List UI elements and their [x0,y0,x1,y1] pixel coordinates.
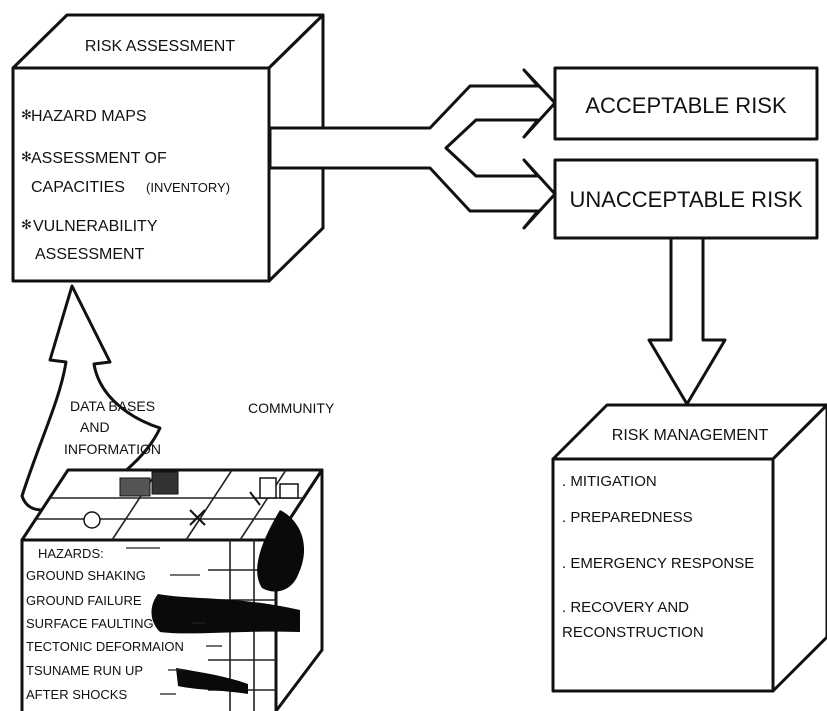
hazard-ground-failure: GROUND FAILURE [26,593,142,608]
bullet-icon: ✻ [21,149,32,164]
hazard-ground-shaking: GROUND SHAKING [26,568,146,583]
hazard-surface-faulting: SURFACE FAULTING [26,616,154,631]
emergency-response-item: . EMERGENCY RESPONSE [562,555,754,572]
assessment-label: ASSESSMENT [35,246,145,263]
bullet-icon: ✻ [21,217,32,232]
fault-rupture [257,510,305,592]
risk-management-title: RISK MANAGEMENT [612,427,769,444]
mitigation-item: . MITIGATION [562,473,657,490]
hazard-tsunami-run-up: TSUNAME RUN UP [26,663,143,678]
hazard-leader-lines [126,547,222,695]
hazard-tectonic-deformation: TECTONIC DEFORMAION [26,639,184,654]
down-arrow [647,236,727,406]
hazards-title: HAZARDS: [38,546,104,561]
preparedness-item: . PREPAREDNESS [562,509,693,526]
acceptable-risk-box [553,66,819,141]
capacities-label: CAPACITIES [31,179,125,196]
databases-and-label: AND [80,419,110,435]
split-arrow [268,68,557,230]
fault-layer [151,594,300,634]
vulnerability-label: VULNERABILITY [33,218,158,235]
inventory-label: (INVENTORY) [146,180,230,195]
assessment-of-label: ASSESSMENT OF [31,150,167,167]
reconstruction-item: RECONSTRUCTION [562,624,704,641]
unacceptable-risk-box [553,158,819,240]
risk-management-front-face [551,457,775,693]
risk-assessment-title: RISK ASSESSMENT [85,38,235,55]
unacceptable-risk-label: UNACCEPTABLE RISK [569,187,802,212]
risk-management-box: RISK MANAGEMENT . MITIGATION . PREPAREDN… [551,403,827,693]
fault-layer-lower [176,668,248,694]
databases-label: DATA BASES [70,398,155,414]
hazard-maps-label: HAZARD MAPS [31,108,147,125]
community-block: DATA BASES AND INFORMATION COMMUNITY HAZ… [20,284,335,711]
community-buildings [83,471,299,529]
recovery-item: . RECOVERY AND [562,599,689,616]
information-label: INFORMATION [64,441,161,457]
bullet-icon: ✻ [21,107,32,122]
community-label: COMMUNITY [248,400,335,416]
hazard-after-shocks: AFTER SHOCKS [26,687,127,702]
risk-assessment-box: RISK ASSESSMENT ✻ HAZARD MAPS ✻ ASSESSME… [11,13,325,283]
acceptable-risk-label: ACCEPTABLE RISK [585,93,787,118]
risk-assessment-front-face [11,66,271,283]
